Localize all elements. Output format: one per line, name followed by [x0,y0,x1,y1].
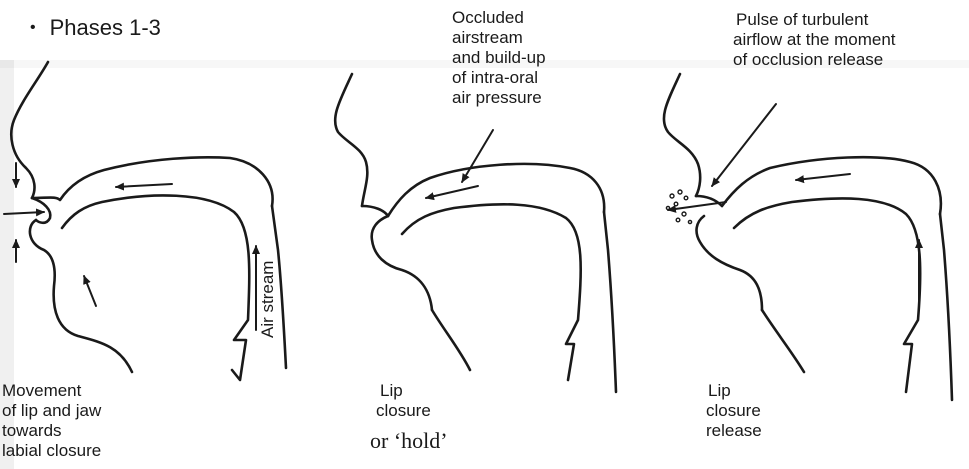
p2-top-line-3: and build-up [452,48,546,68]
p3-palate [722,157,941,214]
p1-arrow-palate-flow [116,184,172,187]
p3-top-line-2: airflow at the moment [733,30,896,50]
p3-face-profile [664,74,700,196]
p2-bottom-line-1: Lip [376,381,431,401]
p3-bottom-line-1: Lip [706,381,762,401]
panel-3-release [664,74,952,400]
p2-arrow-annotation [462,130,493,182]
p2-top-line-2: airstream [452,28,546,48]
p3-top-line-3: of occlusion release [733,50,896,70]
p2-hold-label: or ‘hold’ [370,431,448,451]
p1-tongue [62,195,249,380]
p2-top-line-1: Occluded [452,8,546,28]
p1-lip-top [32,198,50,223]
bullet-dot: • [30,15,36,41]
p1-movement-line-1: Movement [2,381,101,401]
bullet-heading: • Phases 1-3 [30,15,161,41]
p3-bottom-line-2: closure [706,401,762,421]
panel-1-approach [11,62,286,380]
p2-arrow-palate-flow [426,186,478,198]
p1-movement-label: Movement of lip and jaw towards labial c… [2,381,101,461]
p2-bottom-line-2: closure [376,401,431,421]
p2-upper-lip [362,206,388,216]
p1-movement-line-2: of lip and jaw [2,401,101,421]
panel-2-hold [335,74,616,392]
p2-jaw-line [432,310,470,370]
p3-arrow-palate-flow [796,174,850,180]
p2-bottom-label: Lip closure [376,381,431,421]
p2-face-profile [335,74,367,206]
p2-top-line-4: of intra-oral [452,68,546,88]
bullet-text: Phases 1-3 [50,15,161,40]
p1-palate [32,157,273,206]
p3-arrow-annotation [712,104,776,186]
p3-bottom-line-3: release [706,421,762,441]
p3-pharynx-back [940,214,952,400]
p3-annotation-label: Pulse of turbulent airflow at the moment… [733,10,896,70]
p2-lower-lip [372,216,432,310]
p3-bottom-label: Lip closure release [706,381,762,441]
p2-top-line-5: air pressure [452,88,546,108]
p3-lower-lip [697,216,762,310]
p2-palate [388,164,604,216]
p1-movement-line-3: towards [2,421,101,441]
p1-arrow-lip-closure [4,212,44,214]
p3-jaw-line [762,310,804,372]
p3-tongue [734,198,920,392]
p1-airstream-label: Air stream [258,261,278,338]
p2-annotation-label: Occluded airstream and build-up of intra… [452,8,546,108]
p2-pharynx-back [604,212,616,392]
p1-lower-lip-jaw [30,220,132,372]
p1-arrow-jaw [84,276,96,306]
p3-top-line-1: Pulse of turbulent [733,10,896,30]
p1-movement-line-4: labial closure [2,441,101,461]
